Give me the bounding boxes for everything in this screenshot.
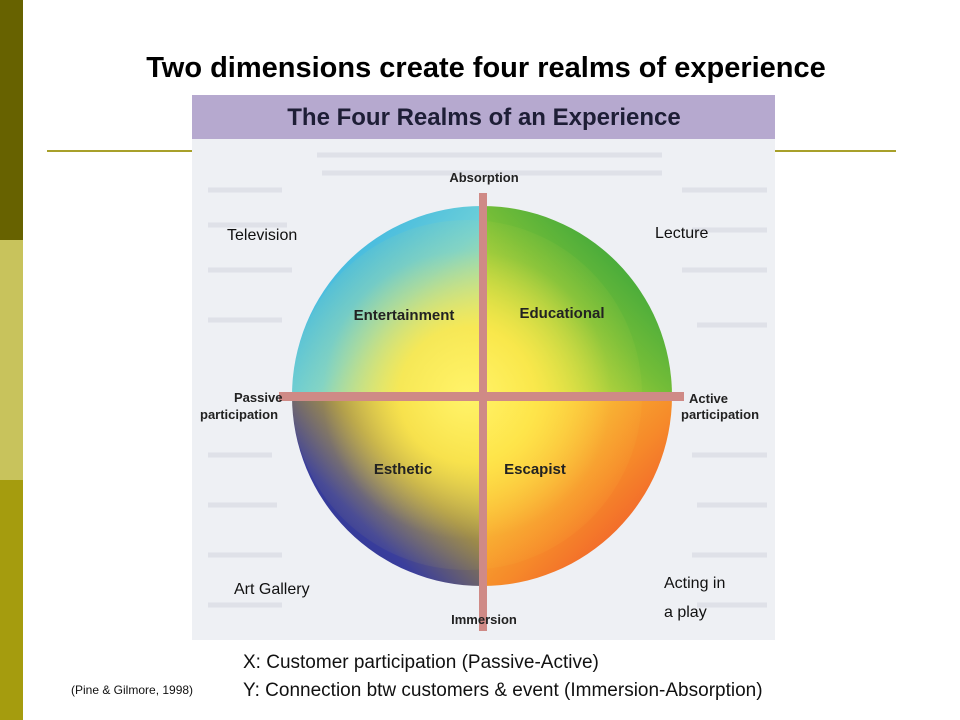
axis-label-active-line2: participation (681, 407, 759, 422)
citation: (Pine & Gilmore, 1998) (71, 683, 194, 697)
x-axis-note: X: Customer participation (Passive-Activ… (243, 652, 599, 673)
faded-text-lines (208, 152, 767, 608)
example-television: Television (227, 227, 298, 244)
four-realms-diagram: The Four Realms of an Experience Absorpt… (192, 95, 775, 640)
figure-heading: The Four Realms of an Experience (287, 104, 680, 131)
axis-label-passive-line1: Passive (234, 390, 282, 405)
quadrant-label-escapist: Escapist (504, 461, 566, 478)
y-axis-note: Y: Connection btw customers & event (Imm… (243, 680, 763, 701)
slide-title: Two dimensions create four realms of exp… (146, 52, 826, 84)
axis-label-active-line1: Active (689, 391, 728, 406)
vertical-axis-bar (479, 193, 487, 631)
example-acting-line1: Acting in (664, 575, 726, 592)
quadrant-label-esthetic: Esthetic (374, 461, 432, 478)
axis-label-immersion: Immersion (451, 612, 517, 627)
example-acting-line2: a play (664, 604, 707, 621)
sidebar-light (0, 480, 23, 720)
quadrant-label-educational: Educational (519, 305, 604, 322)
example-art-gallery: Art Gallery (234, 581, 310, 598)
four-realms-figure: The Four Realms of an Experience Absorpt… (192, 95, 775, 640)
figure-heading-band (192, 95, 775, 139)
realms-circle (292, 206, 672, 586)
axis-label-passive-line2: participation (200, 407, 278, 422)
quadrant-label-entertainment: Entertainment (354, 307, 455, 324)
sidebar-mid (0, 240, 23, 480)
axis-label-absorption: Absorption (449, 170, 518, 185)
sidebar-dark (0, 0, 23, 240)
title-rule-right (775, 150, 896, 152)
example-lecture: Lecture (655, 225, 709, 242)
horizontal-axis-bar (279, 392, 684, 401)
title-rule-left (47, 150, 192, 152)
